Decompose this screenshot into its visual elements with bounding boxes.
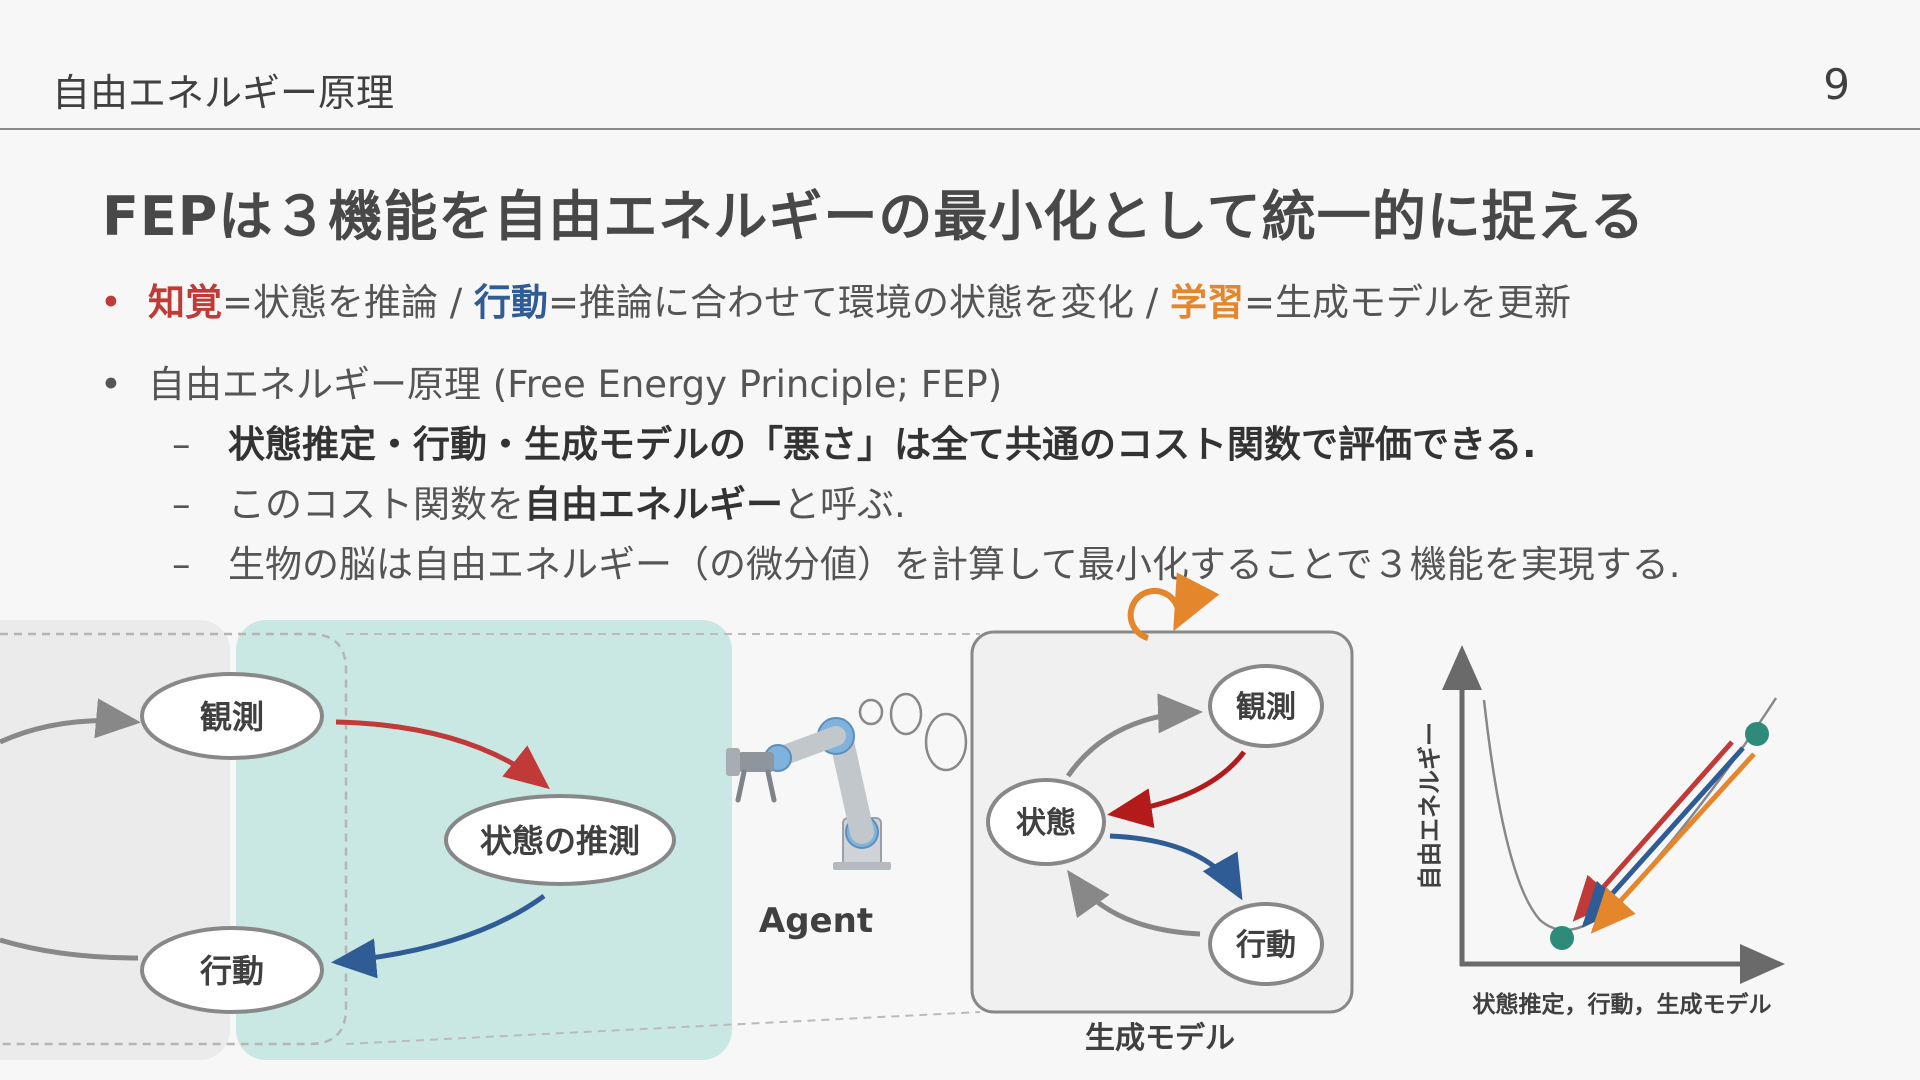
action-arrow [331, 893, 546, 979]
header-divider [0, 128, 1920, 130]
dash-icon: – [172, 423, 191, 466]
gm-node-state-label: 状態 [1016, 806, 1076, 841]
graph-x-label: 状態推定，行動，生成モデル [1473, 991, 1772, 1018]
action-descent-arrow [1581, 746, 1745, 928]
learning-loop-icon [1127, 572, 1220, 641]
action-definition: =推論に合わせて環境の状態を変化 / [548, 281, 1170, 324]
bullet-fep: • 自由エネルギー原理 (Free Energy Principle; FEP) [100, 354, 1002, 408]
page-number: 9 [1823, 60, 1850, 109]
gm-action-arrow [1109, 833, 1243, 901]
slide-title: FEPは３機能を自由エネルギーの最小化として統一的に捉える [102, 185, 1646, 248]
action-term: 行動 [474, 281, 548, 324]
zoom-line-bottom [345, 1011, 981, 1045]
bullet-dot-icon: • [100, 363, 122, 406]
gm-node-observation: 観測 [1208, 664, 1324, 748]
sub-bullet-post: と呼ぶ. [783, 483, 906, 526]
start-point-marker [1745, 722, 1769, 746]
learning-definition: =生成モデルを更新 [1244, 281, 1572, 324]
gm-node-action: 行動 [1208, 902, 1324, 986]
agent-label: Agent [759, 901, 873, 941]
arrow-from-action [0, 937, 139, 961]
minimum-point-marker [1550, 926, 1574, 950]
learning-term: 学習 [1170, 281, 1244, 324]
node-observation: 観測 [140, 672, 324, 760]
bullet-three-functions: • 知覚=状態を推論 / 行動=推論に合わせて環境の状態を変化 / 学習=生成モデ… [100, 272, 1571, 326]
node-state-inference-label: 状態の推測 [480, 822, 640, 860]
gm-arrow-state-observation [1065, 693, 1203, 778]
sub-bullet-brain-text: 生物の脳は自由エネルギー（の微分値）を計算して最小化することで３機能を実現する. [228, 543, 1681, 586]
bullet-dot-icon: • [100, 281, 122, 324]
perception-definition: =状態を推論 / [222, 281, 474, 324]
sub-bullet-pre: このコスト関数を [228, 483, 524, 526]
node-action: 行動 [140, 926, 324, 1014]
free-energy-graph: 自由エネルギー 状態推定，行動，生成モデル [1416, 645, 1785, 1018]
perception-arrow [335, 719, 550, 790]
sub-bullet-cost: –状態推定・行動・生成モデルの「悪さ」は全て共通のコスト関数で評価できる. [172, 414, 1536, 468]
sub-bullet-brain: –生物の脳は自由エネルギー（の微分値）を計算して最小化することで３機能を実現する… [172, 534, 1681, 588]
node-observation-label: 観測 [200, 698, 264, 736]
gm-node-observation-label: 観測 [1236, 690, 1296, 725]
gm-node-action-label: 行動 [1235, 928, 1296, 963]
gm-perception-arrow [1107, 750, 1246, 829]
graph-y-label: 自由エネルギー [1416, 722, 1444, 890]
sub-bullet-free-energy: –このコスト関数を自由エネルギーと呼ぶ. [172, 474, 906, 528]
perception-descent-arrow [1572, 740, 1734, 922]
sub-bullet-cost-text: 状態推定・行動・生成モデルの「悪さ」は全て共通のコスト関数で評価できる. [228, 423, 1537, 466]
thought-bubble-icon [858, 692, 968, 772]
node-state-inference: 状態の推測 [444, 794, 676, 886]
dash-icon: – [172, 483, 191, 526]
free-energy-curve [1482, 697, 1778, 932]
gm-arrow-action-state [1067, 869, 1201, 937]
sub-bullet-bold: 自由エネルギー [524, 483, 783, 526]
gm-node-state: 状態 [986, 778, 1106, 866]
header-title: 自由エネルギー原理 [52, 71, 395, 115]
robot-arm-icon [726, 717, 891, 870]
generative-model-caption: 生成モデル [1085, 1021, 1235, 1056]
fep-text: 自由エネルギー原理 (Free Energy Principle; FEP) [148, 363, 1003, 406]
perception-term: 知覚 [148, 281, 222, 324]
learning-descent-arrow [1590, 752, 1756, 934]
dash-icon: – [172, 543, 191, 586]
arrow-to-observation [0, 698, 141, 745]
node-action-label: 行動 [200, 952, 264, 990]
